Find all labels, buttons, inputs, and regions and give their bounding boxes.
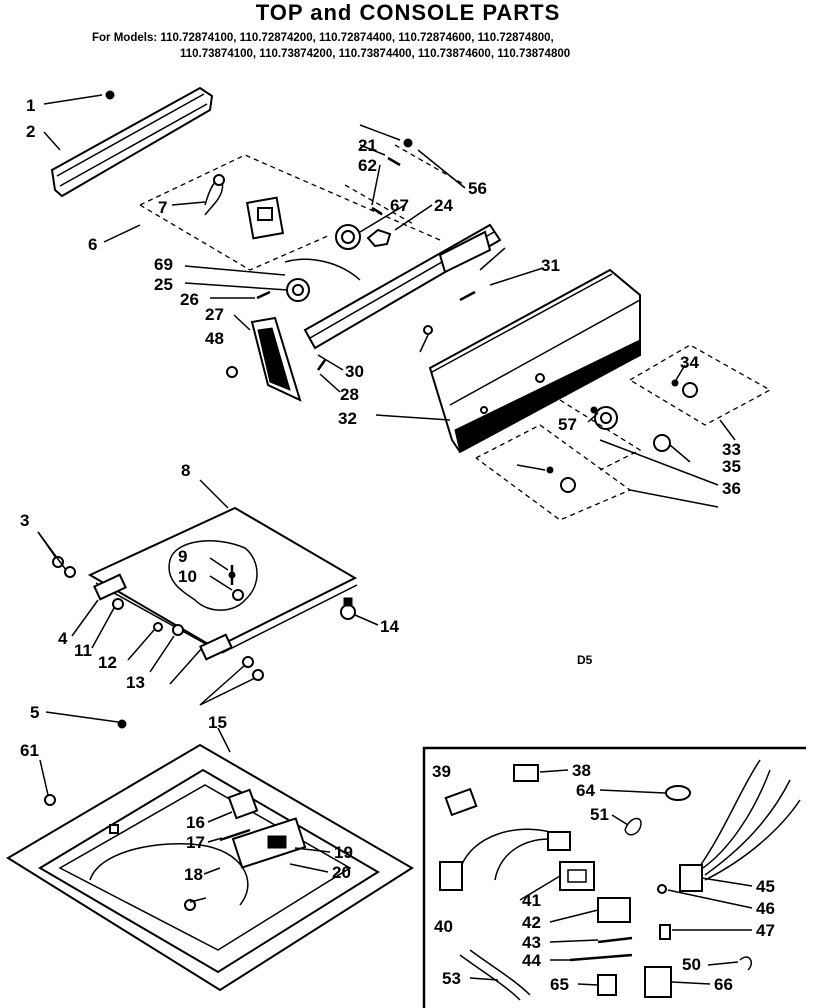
callout-label: 21 <box>358 136 377 155</box>
callout-label: 26 <box>180 290 199 309</box>
callout-label: 4 <box>58 629 68 648</box>
callout-label: 18 <box>184 865 203 884</box>
callout-label: 14 <box>380 617 399 636</box>
washer-top <box>6 719 414 992</box>
callout-label: 34 <box>680 353 699 372</box>
callout-label: 61 <box>20 741 39 760</box>
models-line-2: 110.73874100, 110.73874200, 110.73874400… <box>180 48 571 60</box>
callout-label: 66 <box>714 975 733 994</box>
callout-label: 67 <box>390 196 409 215</box>
callout-label: 64 <box>576 781 595 800</box>
callout-label: 1 <box>26 96 35 115</box>
callout-label: 44 <box>522 951 541 970</box>
callout-label: 56 <box>468 179 487 198</box>
callout-label: 41 <box>522 891 541 910</box>
callout-label: 33 <box>722 440 741 459</box>
callout-label: 8 <box>181 461 190 480</box>
callout-label: 62 <box>358 156 377 175</box>
callout-label: 20 <box>332 863 351 882</box>
models-prefix: For Models: <box>92 32 158 44</box>
back-panel <box>50 86 214 198</box>
callout-label: 48 <box>205 329 224 348</box>
callout-label: 28 <box>340 385 359 404</box>
callout-label: 12 <box>98 653 117 672</box>
callout-label: 36 <box>722 479 741 498</box>
callout-label: 16 <box>186 813 205 832</box>
callout-label: 46 <box>756 899 775 918</box>
callout-label: 24 <box>434 196 453 215</box>
callout-label: 11 <box>74 641 92 660</box>
callout-label: 31 <box>541 256 560 275</box>
callout-label: 2 <box>26 122 35 141</box>
callout-labels: 1 2 6 7 62 67 24 21 56 69 25 26 27 48 30… <box>20 96 775 994</box>
models-line-1: For Models: 110.72874100, 110.72874200, … <box>92 32 554 44</box>
callout-label: 39 <box>432 762 451 781</box>
callout-label: 35 <box>722 457 741 476</box>
callout-label: 9 <box>178 547 187 566</box>
callout-label: 15 <box>208 713 227 732</box>
console-parts <box>226 138 502 402</box>
callout-label: 17 <box>186 833 205 852</box>
callout-label: 19 <box>334 843 353 862</box>
callout-label: 69 <box>154 255 173 274</box>
page-title: TOP and CONSOLE PARTS <box>255 0 561 25</box>
callout-label: 5 <box>30 703 39 722</box>
callout-label: 10 <box>178 567 197 586</box>
callout-label: 65 <box>550 975 569 994</box>
inset-parts-box <box>422 746 806 1008</box>
callout-label: 47 <box>756 921 775 940</box>
models-list-1: 110.72874100, 110.72874200, 110.72874400… <box>160 32 554 44</box>
callout-label: 7 <box>158 198 167 217</box>
console-top-outline <box>139 154 441 271</box>
callout-label: 42 <box>522 913 541 932</box>
callout-label: 30 <box>345 362 364 381</box>
leader-lines <box>37 94 753 986</box>
callout-label: 51 <box>590 805 609 824</box>
lid-assembly <box>52 506 358 681</box>
callout-label: 43 <box>522 933 541 952</box>
callout-label: 25 <box>154 275 173 294</box>
callout-label: 40 <box>434 917 453 936</box>
callout-label: 13 <box>126 673 145 692</box>
callout-label: 50 <box>682 955 701 974</box>
console-panel <box>428 268 772 521</box>
callout-label: 32 <box>338 409 357 428</box>
callout-label: 45 <box>756 877 775 896</box>
callout-label: 53 <box>442 969 461 988</box>
callout-label: 27 <box>205 305 224 324</box>
callout-label: 38 <box>572 761 591 780</box>
diagram-code: D5 <box>577 653 593 667</box>
callout-label: 6 <box>88 235 97 254</box>
callout-label: 57 <box>558 415 577 434</box>
callout-label: 3 <box>20 511 29 530</box>
